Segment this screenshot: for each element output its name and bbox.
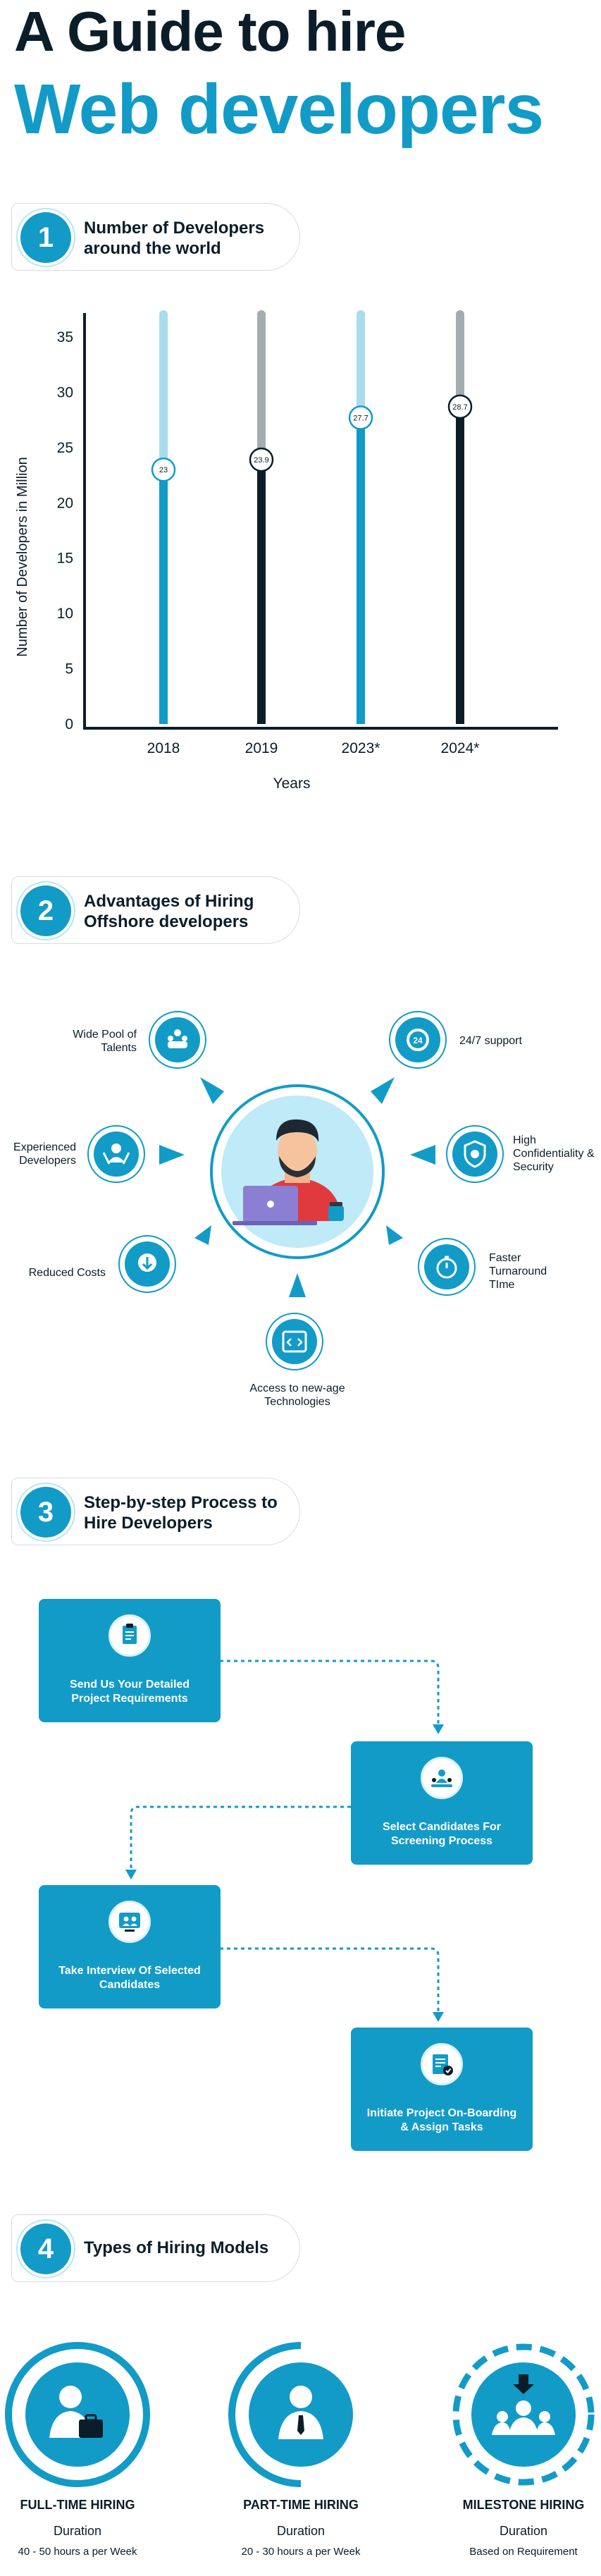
section-number: 3 (16, 1483, 75, 1542)
bar (257, 460, 266, 724)
y-axis-label: Number of Developers in Million (15, 457, 30, 656)
bar (456, 406, 464, 724)
model-duration-label: Duration (53, 2524, 102, 2538)
hiring-models-icons (5, 2342, 595, 2487)
model-name: MILESTONE HIRING (462, 2498, 585, 2512)
advantages-diagram (159, 1077, 435, 1297)
model-name: PART-TIME HIRING (243, 2498, 359, 2512)
technologies-code-icon (266, 1313, 323, 1370)
y-tick-label: 30 (57, 384, 73, 400)
bar-value-marker (348, 405, 373, 430)
data-label: 23 (159, 466, 168, 474)
section-number: 2 (16, 881, 75, 940)
step-label: Select Candidates For Screening Process (382, 1821, 502, 1847)
section-number: 4 (16, 2219, 75, 2278)
data-label: 27.7 (353, 415, 368, 423)
y-tick-label: 5 (65, 661, 73, 677)
process-step-2: Select Candidates For Screening Process (351, 1741, 533, 1865)
data-label: 23.9 (254, 456, 268, 465)
arrow-icon (371, 1077, 395, 1104)
reduced-costs-icon (118, 1235, 176, 1293)
svg-text:24: 24 (413, 1036, 423, 1045)
bar-value-marker (151, 457, 176, 482)
section-title: Step-by-step Process to Hire Developers (84, 1493, 278, 1533)
arrow-icon (410, 1145, 435, 1165)
developer-illustration (233, 1119, 344, 1225)
arrow-icon (194, 1225, 211, 1245)
process-flow-connectors (125, 1660, 444, 2022)
y-tick-label: 10 (57, 606, 73, 622)
advantage-support: 24/7 support (459, 1035, 522, 1047)
section-header-advantages: 2 Advantages of Hiring Offshore develope… (11, 876, 300, 944)
x-tick-label: 2024* (441, 740, 480, 756)
x-tick-label: 2023* (342, 740, 380, 756)
page-title-line2: Web developers (14, 70, 544, 149)
section-title: Number of Developers around the world (84, 219, 265, 258)
hiring-model-milestone: MILESTONE HIRING Duration Based on Requi… (439, 2498, 601, 2558)
section-header-developers: 1 Number of Developers around the world (11, 203, 300, 271)
advantage-wide-pool: Wide Pool of Talents (73, 1029, 137, 1054)
section-header-process: 3 Step-by-step Process to Hire Developer… (11, 1478, 300, 1545)
process-step-4: Initiate Project On-Boarding & Assign Ta… (351, 2028, 533, 2151)
section-title: Advantages of Hiring Offshore developers (84, 892, 254, 931)
x-tick-label: 2019 (245, 740, 278, 756)
model-duration-value: 40 - 50 hours a per Week (18, 2546, 137, 2558)
section-number: 1 (16, 208, 75, 267)
parttime-developer-icon (228, 2342, 353, 2487)
milestone-team-icon (452, 2343, 595, 2486)
interview-icon (109, 1901, 151, 1943)
section-header-hiring-models: 4 Types of Hiring Models (11, 2214, 300, 2282)
arrow-icon (159, 1145, 185, 1165)
fulltime-developer-icon (5, 2342, 150, 2487)
y-tick-label: 20 (57, 495, 73, 511)
support-24-7-icon: 24 (389, 1011, 447, 1069)
model-duration-value: 20 - 30 hours a per Week (241, 2546, 361, 2558)
experienced-developers-icon (87, 1125, 145, 1183)
onboarding-icon (421, 2043, 463, 2085)
arrow-icon (386, 1225, 403, 1245)
advantage-turnaround: Faster Turnaround TIme (489, 1252, 547, 1291)
hiring-model-parttime: PART-TIME HIRING Duration 20 - 30 hours … (216, 2498, 385, 2558)
security-shield-icon (446, 1125, 504, 1183)
process-step-1: Send Us Your Detailed Project Requiremen… (39, 1599, 221, 1722)
advantage-experienced: Experienced Developers (13, 1141, 76, 1167)
step-label: Send Us Your Detailed Project Requiremen… (69, 1679, 190, 1705)
model-name: FULL-TIME HIRING (20, 2498, 135, 2512)
model-duration-value: Based on Requirement (469, 2546, 578, 2558)
process-step-3: Take Interview Of Selected Candidates (39, 1885, 221, 2008)
page-title-line1: A Guide to hire (14, 0, 406, 63)
developers-bar-chart: Number of Developers in Million Years 0 5… (15, 310, 558, 792)
y-tick-label: 0 (65, 716, 73, 732)
talent-pool-icon (149, 1011, 206, 1069)
arrow-icon (200, 1077, 224, 1104)
candidates-icon (421, 1757, 463, 1799)
y-tick-label: 35 (57, 329, 73, 345)
x-tick-label: 2018 (147, 740, 180, 756)
model-duration-label: Duration (499, 2524, 548, 2538)
hiring-model-fulltime: FULL-TIME HIRING Duration 40 - 50 hours … (0, 2498, 162, 2558)
advantage-technologies: Access to new-age Technologies (249, 1382, 345, 1408)
arrow-icon (289, 1273, 306, 1297)
bar-value-marker (249, 447, 274, 472)
turnaround-stopwatch-icon (418, 1238, 476, 1296)
bar (159, 470, 168, 724)
y-tick-label: 25 (57, 440, 73, 456)
clipboard-icon (109, 1614, 151, 1657)
data-label: 28.7 (452, 403, 467, 412)
bar-value-marker (447, 394, 473, 419)
advantage-costs: Reduced Costs (28, 1267, 106, 1279)
step-label: Take Interview Of Selected Candidates (58, 1965, 201, 1991)
x-axis-label: Years (273, 775, 311, 792)
section-title: Types of Hiring Models (84, 2238, 269, 2257)
model-duration-label: Duration (276, 2524, 326, 2538)
y-tick-label: 15 (57, 551, 73, 567)
step-label: Initiate Project On-Boarding & Assign Ta… (366, 2107, 517, 2133)
advantage-confidentiality: High Confidentiality & Security (513, 1134, 595, 1173)
bar (357, 417, 365, 724)
